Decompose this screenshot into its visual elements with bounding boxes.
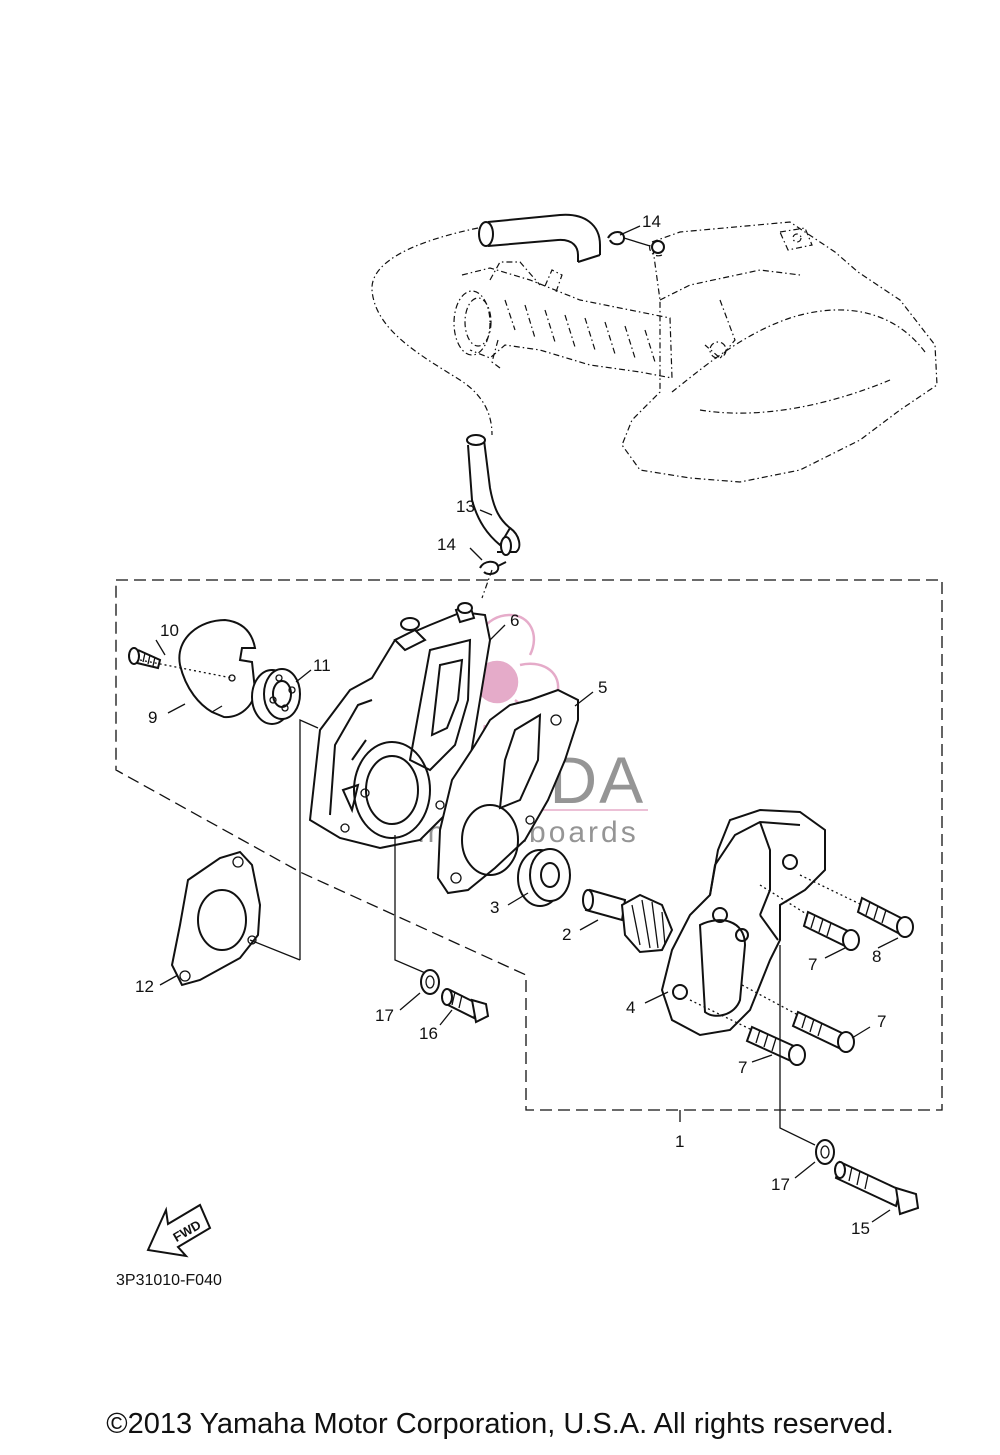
fwd-arrow: FWD (146, 1203, 212, 1258)
clamp-14-lower (479, 560, 507, 575)
assembly-1-boundary (115, 579, 943, 1111)
label-part-14-lower: 14 (437, 535, 456, 554)
bolt-15 (834, 1160, 920, 1216)
label-part-14-upper: 14 (642, 212, 661, 231)
label-part-17-left: 17 (375, 1006, 394, 1025)
label-part-15: 15 (851, 1219, 870, 1238)
label-part-11: 11 (313, 656, 331, 675)
pump-housing-6 (308, 602, 492, 850)
part-labels: 1 2 3 4 5 6 7 7 7 8 9 10 11 12 13 14 14 … (135, 212, 886, 1238)
label-part-16: 16 (419, 1024, 438, 1043)
bearing-11 (251, 668, 301, 725)
plate-9 (139, 618, 257, 719)
bolt-7-upper (759, 884, 860, 951)
pump-cover-4 (660, 808, 826, 1037)
bolt-7-lower (689, 999, 806, 1066)
label-part-1: 1 (675, 1132, 684, 1151)
bolt-8 (799, 874, 914, 938)
label-part-12: 12 (135, 977, 154, 996)
label-part-6: 6 (510, 611, 519, 630)
washer-17-right (779, 945, 835, 1165)
clamp-14-upper (607, 231, 665, 254)
label-part-4: 4 (626, 998, 635, 1017)
copyright-notice: ©2013 Yamaha Motor Corporation, U.S.A. A… (106, 1408, 894, 1440)
label-part-7-middle: 7 (877, 1012, 886, 1031)
gasket-5 (436, 688, 579, 895)
bolt-16 (441, 988, 490, 1024)
bolt-7-middle (741, 984, 855, 1053)
leader-lines (155, 225, 899, 1223)
label-part-10: 10 (160, 621, 179, 640)
label-part-7-upper: 7 (808, 955, 817, 974)
label-part-2: 2 (562, 925, 571, 944)
gasket-12 (170, 718, 319, 987)
engine-outline-reference (453, 221, 938, 483)
washer-17-left (394, 835, 440, 995)
seal-3 (517, 848, 571, 907)
label-part-7-lower: 7 (738, 1058, 747, 1077)
hose-13 (371, 213, 601, 599)
label-part-17-right: 17 (771, 1175, 790, 1194)
label-part-3: 3 (490, 898, 499, 917)
label-part-9: 9 (148, 708, 157, 727)
impeller-2 (582, 888, 674, 954)
label-part-5: 5 (598, 678, 607, 697)
label-part-13: 13 (456, 497, 475, 516)
label-part-8: 8 (872, 947, 881, 966)
diagram-code: 3P31010-F040 (116, 1272, 222, 1289)
screw-10 (128, 647, 162, 670)
